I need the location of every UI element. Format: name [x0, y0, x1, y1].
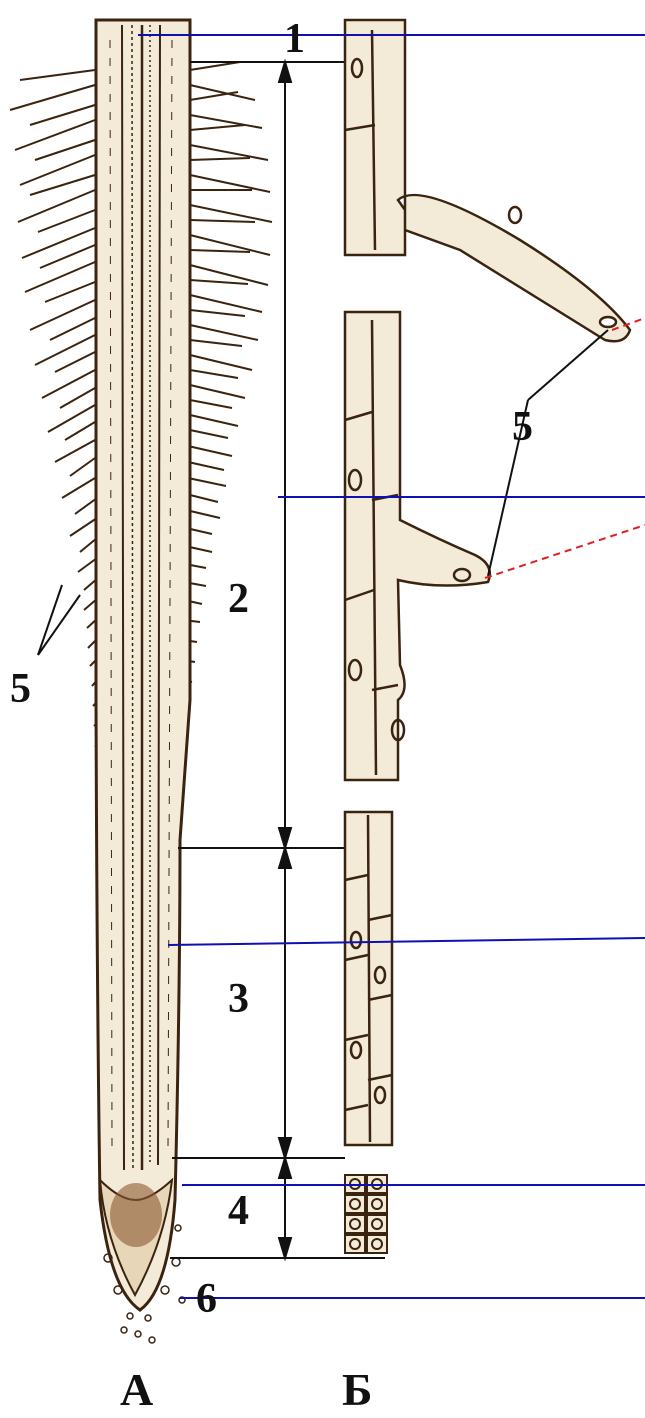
panel-b-cells: [345, 20, 630, 1253]
cells-upper: [345, 20, 630, 341]
root-hair-label-b: 5: [512, 404, 533, 450]
dashed-pointer-2: [485, 525, 645, 578]
zone-arrows: [279, 62, 291, 1258]
panel-label-b: Б: [342, 1364, 372, 1415]
zone-label-6: 6: [196, 1276, 217, 1322]
zone-label-1: 1: [284, 16, 305, 62]
apical-meristem: [110, 1183, 162, 1247]
zone-label-3: 3: [228, 976, 249, 1022]
pointer-line-3: [168, 938, 645, 945]
root-hair-label-a: 5: [10, 666, 31, 712]
cells-middle: [345, 312, 490, 780]
panel-a-root: [10, 20, 272, 1343]
zone-label-2: 2: [228, 576, 249, 622]
panel-label-a: А: [120, 1364, 153, 1415]
zone-label-4: 4: [228, 1188, 249, 1234]
meristem-cells: [345, 1175, 387, 1253]
